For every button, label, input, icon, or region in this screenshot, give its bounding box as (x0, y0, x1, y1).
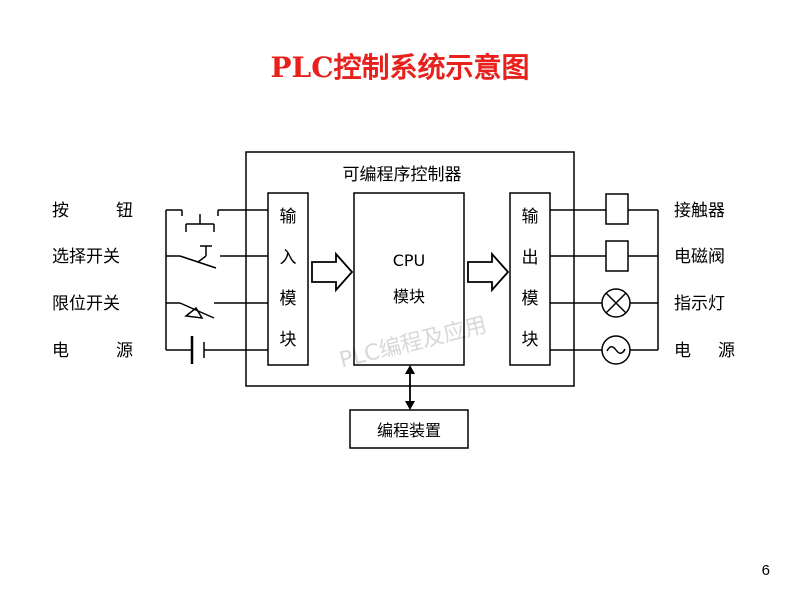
output-device-label: 接触器 (674, 201, 725, 221)
input-device-label: 限位开关 (52, 294, 120, 314)
diagram-title: PLC控制系统示意图 (270, 51, 530, 84)
arrow-input-to-cpu (311, 251, 354, 293)
input-module-char: 入 (280, 248, 297, 268)
selector-switch-symbol (166, 245, 268, 269)
cpu-module (353, 192, 465, 366)
input-module-char: 输 (280, 207, 297, 227)
input-device-label: 按 (52, 201, 69, 221)
programming-device-box (349, 409, 469, 449)
indicator-lamp-symbol (550, 288, 658, 318)
plc-box-label: 可编程序控制器 (343, 165, 462, 185)
solenoid-coil-symbol (550, 240, 658, 272)
output-device-label: 指示灯 (674, 294, 725, 314)
cpu-module-label: CPU (393, 251, 426, 270)
push-button-symbol (166, 209, 268, 232)
input-device-label: 电 (52, 341, 69, 361)
input-device-label: 源 (116, 341, 133, 361)
input-module (267, 192, 309, 366)
output-device-label: 电 (674, 341, 691, 361)
output-module-char: 输 (522, 207, 539, 227)
output-device-label: 电磁阀 (674, 247, 725, 267)
programming-device-label: 编程装置 (377, 421, 441, 440)
page-number: 6 (761, 562, 770, 579)
cpu-module-label: 模块 (393, 287, 425, 306)
input-module-char: 模 (280, 289, 297, 309)
output-device-label: 源 (718, 341, 735, 361)
contactor-coil-symbol (550, 193, 658, 225)
arrow-cpu-to-output (467, 251, 510, 293)
limit-switch-symbol (166, 302, 268, 319)
battery-symbol (166, 336, 268, 364)
output-module-char: 块 (522, 330, 539, 350)
output-module-char: 出 (522, 248, 539, 268)
output-module (509, 192, 551, 366)
input-module-char: 块 (280, 330, 297, 350)
bidirectional-arrow (405, 365, 415, 410)
output-module-char: 模 (522, 289, 539, 309)
input-device-label: 选择开关 (52, 247, 120, 267)
input-device-label: 钮 (116, 201, 133, 221)
ac-source-symbol (550, 335, 658, 365)
